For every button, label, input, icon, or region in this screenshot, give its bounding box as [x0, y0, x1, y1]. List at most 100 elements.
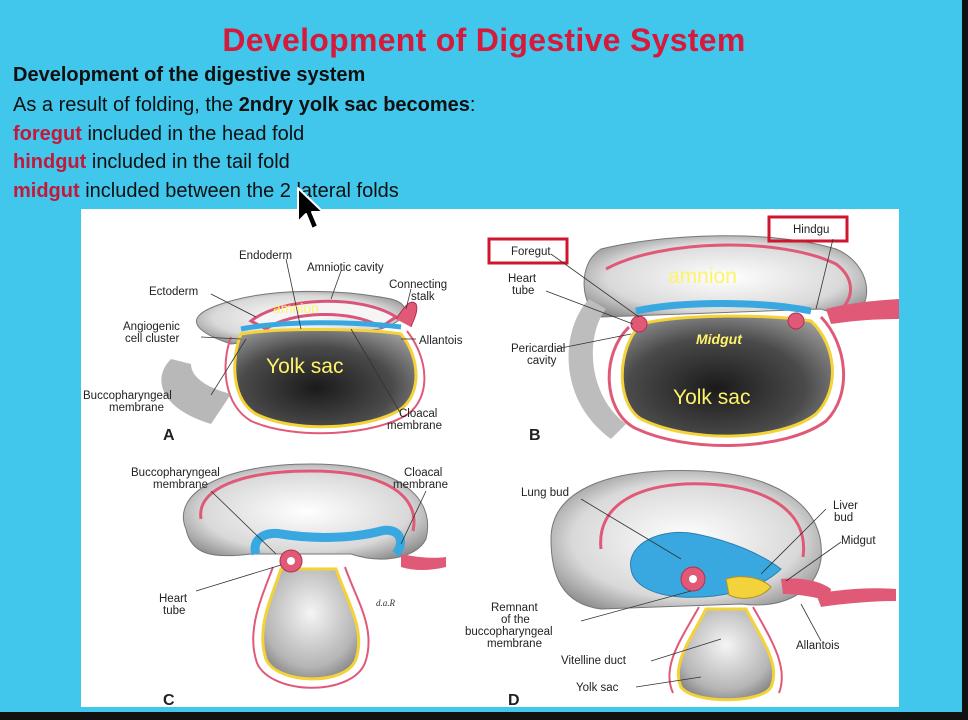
panel-d-heart-lumen	[689, 575, 697, 583]
panel-c: Buccopharyngeal membrane Cloacal membran…	[131, 463, 448, 707]
label-d-yolk-sac: Yolk sac	[576, 682, 619, 694]
intro-line: As a result of folding, the 2ndry yolk s…	[13, 94, 475, 117]
panel-b-leaders	[545, 238, 834, 350]
figure-svg: Endoderm Amniotic cavity Ectoderm Connec…	[83, 215, 899, 707]
label-liver: Liver	[833, 500, 858, 512]
label-of-the: of the	[501, 614, 530, 626]
panel-b-heart-tube	[630, 315, 648, 333]
panel-b-yolk-sac-label: Yolk sac	[673, 386, 750, 409]
panel-b-yolk-sac-shape	[620, 314, 834, 438]
label-c-cloacal: Cloacal	[404, 467, 442, 479]
label-midgut: Midgut	[841, 535, 876, 547]
label-c-heart: Heart	[159, 593, 188, 605]
label-d-membrane: membrane	[487, 638, 542, 650]
panel-b-outer-layer	[607, 315, 846, 448]
label-allantois: Allantois	[419, 335, 463, 347]
label-c-tube: tube	[163, 605, 185, 617]
panel-b: Foregut Hindgu Heart tube Pericardial ca…	[487, 215, 899, 448]
label-d-allantois: Allantois	[796, 640, 840, 652]
panel-b-hindgut-loop	[787, 312, 805, 330]
panel-a: Endoderm Amniotic cavity Ectoderm Connec…	[83, 250, 463, 444]
panel-c-leaders	[195, 490, 427, 592]
panel-a-letter: A	[163, 427, 175, 444]
mouse-pointer-icon	[297, 187, 324, 230]
label-membrane: membrane	[109, 402, 164, 414]
item-text: included in the tail fold	[86, 151, 290, 173]
panel-a-connecting-tissue	[161, 359, 231, 424]
panel-a-yolk-sac-shape	[233, 327, 418, 429]
panel-a-amnion-label: amnion	[273, 300, 319, 316]
item-text: included between the 2 lateral folds	[79, 180, 399, 202]
panel-d-leaders	[580, 498, 842, 688]
label-remnant: Remnant	[491, 602, 538, 614]
panel-d-liver-bud	[725, 576, 772, 599]
panel-a-endoderm	[240, 320, 402, 332]
panel-d-allantois	[816, 588, 896, 607]
panel-a-outer-layer	[224, 330, 426, 435]
label-cell-cluster: cell cluster	[125, 333, 179, 345]
label-d-buccopharyngeal: buccopharyngeal	[465, 626, 553, 638]
label-lung-bud: Lung bud	[521, 487, 569, 499]
embryo-folding-figure: Endoderm Amniotic cavity Ectoderm Connec…	[81, 209, 899, 707]
panel-b-allantois	[826, 299, 899, 324]
label-vitelline-duct: Vitelline duct	[561, 655, 627, 667]
label-buccopharyngeal: Buccopharyngeal	[83, 390, 172, 402]
foregut-highlight-box	[487, 237, 569, 265]
label-hindgut: Hindgu	[793, 224, 829, 236]
slide-heading: Development of the digestive system	[13, 64, 366, 86]
panel-d-outer-layer-left	[668, 606, 700, 694]
label-endoderm: Endoderm	[239, 250, 292, 262]
label-cloacal: Cloacal	[399, 408, 437, 420]
panel-a-allantois	[395, 301, 418, 328]
label-amniotic-cavity: Amniotic cavity	[307, 262, 384, 274]
item-foregut: foregut included in the head fold	[13, 123, 304, 146]
panel-b-side-fold	[568, 299, 626, 439]
panel-c-amnion-outline	[199, 469, 416, 532]
panel-c-signature: d.a.R	[376, 598, 396, 608]
label-stalk: stalk	[411, 291, 435, 303]
label-heart: Heart	[508, 273, 537, 285]
panel-b-endoderm	[635, 300, 812, 315]
panel-b-letter: B	[529, 427, 541, 444]
panel-d-outer-layer-right	[752, 606, 783, 694]
label-c-cloacal-membrane: membrane	[393, 479, 448, 491]
label-cloacal-membrane: membrane	[387, 420, 442, 432]
label-angiogenic: Angiogenic	[123, 321, 180, 333]
panel-d-yolk-sac-shape	[676, 607, 776, 702]
label-foregut: Foregut	[511, 246, 551, 258]
label-c-membrane: membrane	[153, 479, 208, 491]
intro-prefix: As a result of folding, the	[13, 94, 239, 116]
panel-d-letter: D	[508, 692, 520, 707]
label-connecting: Connecting	[389, 279, 447, 291]
panel-c-outer-layer	[252, 566, 370, 689]
item-term: hindgut	[13, 151, 87, 173]
label-ectoderm: Ectoderm	[149, 286, 198, 298]
label-bud: bud	[834, 512, 853, 524]
item-midgut: midgut included between the 2 lateral fo…	[13, 180, 399, 203]
panel-a-amnion-layer	[248, 299, 399, 331]
panel-c-heart-lumen	[287, 557, 295, 565]
intro-suffix: :	[469, 94, 476, 116]
panel-c-allantois	[401, 554, 446, 570]
item-term: foregut	[13, 123, 82, 145]
label-cavity: cavity	[527, 355, 557, 367]
panel-b-amnion-outline	[605, 243, 852, 311]
panel-d: Lung bud Liver bud Midgut Remnant of the…	[465, 470, 896, 707]
panel-c-amniotic-shell	[182, 463, 429, 560]
panel-a-leaders	[200, 258, 416, 415]
bottom-bar	[0, 712, 968, 720]
panel-c-letter: C	[163, 692, 175, 707]
label-pericardial: Pericardial	[511, 343, 565, 355]
item-hindgut: hindgut included in the tail fold	[13, 151, 290, 174]
label-c-buccopharyngeal: Buccopharyngeal	[131, 467, 220, 479]
panel-d-amnion-outline	[599, 482, 806, 558]
panel-b-amniotic-shell	[583, 235, 867, 320]
panel-c-endoderm	[250, 525, 405, 557]
panel-b-midgut-label: Midgut	[696, 331, 743, 347]
item-text: included in the head fold	[81, 123, 305, 145]
hindgut-highlight-box	[767, 215, 849, 243]
panel-a-yolk-sac-label: Yolk sac	[266, 355, 343, 378]
slide-title: Development of Digestive System	[222, 22, 746, 58]
label-tube: tube	[512, 285, 534, 297]
